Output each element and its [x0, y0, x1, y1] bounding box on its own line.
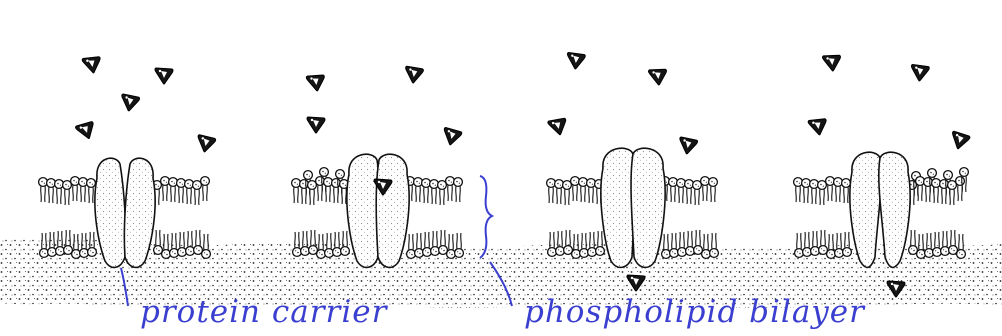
molecule-icon: [306, 74, 326, 92]
molecule-icon: [910, 64, 929, 81]
protein-carrier-2: [347, 154, 409, 267]
molecule-icon: [82, 56, 103, 75]
membrane-segment-3: [547, 148, 719, 267]
phospholipid-bilayer-label: phospholipid bilayer: [524, 294, 866, 330]
molecule-icon: [949, 131, 970, 151]
protein-carrier-3: [601, 148, 665, 267]
molecule-icon: [548, 117, 569, 137]
bilayer-brace: [480, 176, 492, 258]
molecule-icon: [196, 135, 217, 154]
protein-carrier-label: protein carrier: [140, 294, 389, 330]
molecule-icon: [566, 52, 585, 69]
molecule-icon: [678, 137, 698, 155]
protein-carrier-1: [95, 158, 155, 267]
molecule-icon: [155, 68, 173, 84]
membrane-segment-2: [292, 154, 464, 267]
molecule-icon: [808, 118, 829, 137]
molecule-icon: [75, 120, 97, 141]
molecule-icon: [404, 66, 424, 84]
molecule-icon: [441, 127, 462, 146]
molecule-icon: [822, 54, 842, 72]
molecule-icon: [120, 94, 140, 112]
molecule-icon: [307, 117, 325, 133]
membrane-segment-1: [39, 158, 211, 267]
molecule-icon: [648, 68, 668, 86]
